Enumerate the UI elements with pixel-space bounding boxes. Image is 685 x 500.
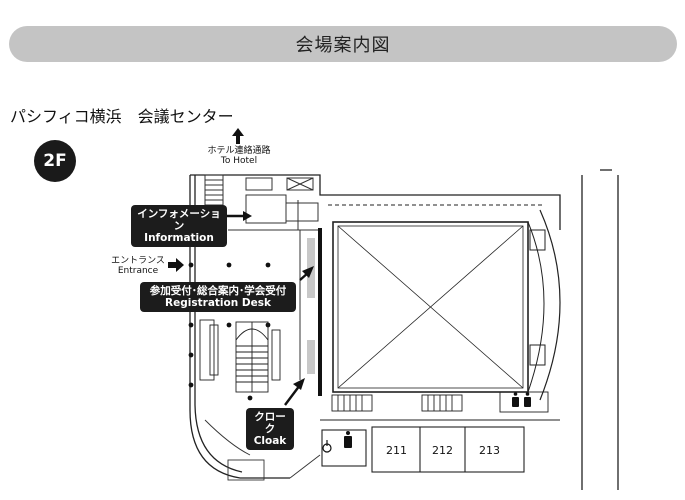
- escalators: [199, 319, 281, 393]
- entrance-ja: エントランス: [111, 256, 165, 266]
- lobby-bottom: [204, 419, 321, 481]
- entrance-en: Entrance: [117, 266, 159, 276]
- registration-label: 参加受付･総合案内･学会受付 Registration Desk: [140, 282, 296, 312]
- building-outline: [189, 169, 619, 490]
- meeting-rooms: [320, 419, 560, 473]
- entrance-label: エントランス Entrance: [108, 256, 168, 276]
- restroom-icon: [344, 392, 531, 448]
- information-label: インフォメーション Information: [131, 205, 227, 247]
- floor-label: 2F: [43, 151, 67, 171]
- to-hotel-ja: ホテル連絡通路: [207, 146, 271, 156]
- information-ja: インフォメーション: [137, 208, 221, 232]
- pillar-dots: [188, 262, 271, 401]
- service-area-top: [204, 174, 319, 231]
- to-hotel-en: To Hotel: [220, 156, 258, 166]
- corridor-wall: [299, 228, 322, 396]
- cloak-ja: クローク: [254, 411, 286, 435]
- room-212: 212: [432, 444, 453, 457]
- right-arrow-icon: [168, 258, 184, 272]
- cloak-label: クローク Cloak: [246, 408, 294, 450]
- main-hall: [328, 204, 561, 401]
- page-title-bar: 会場案内図: [9, 26, 677, 62]
- to-hotel-label: ホテル連絡通路 To Hotel: [196, 146, 282, 166]
- room-211: 211: [386, 444, 407, 457]
- room-213: 213: [479, 444, 500, 457]
- page-title: 会場案内図: [295, 35, 391, 56]
- venue-name: パシフィコ横浜 会議センター: [10, 107, 234, 126]
- up-arrow-icon: [232, 128, 244, 144]
- lower-stairs: [331, 391, 549, 413]
- cloak-en: Cloak: [253, 435, 287, 447]
- registration-en: Registration Desk: [165, 297, 271, 309]
- floor-badge: 2F: [34, 140, 76, 182]
- pointer-arrows: [226, 211, 314, 406]
- information-en: Information: [144, 232, 214, 244]
- registration-ja: 参加受付･総合案内･学会受付: [149, 285, 287, 297]
- wheelchair-icon: [322, 440, 332, 453]
